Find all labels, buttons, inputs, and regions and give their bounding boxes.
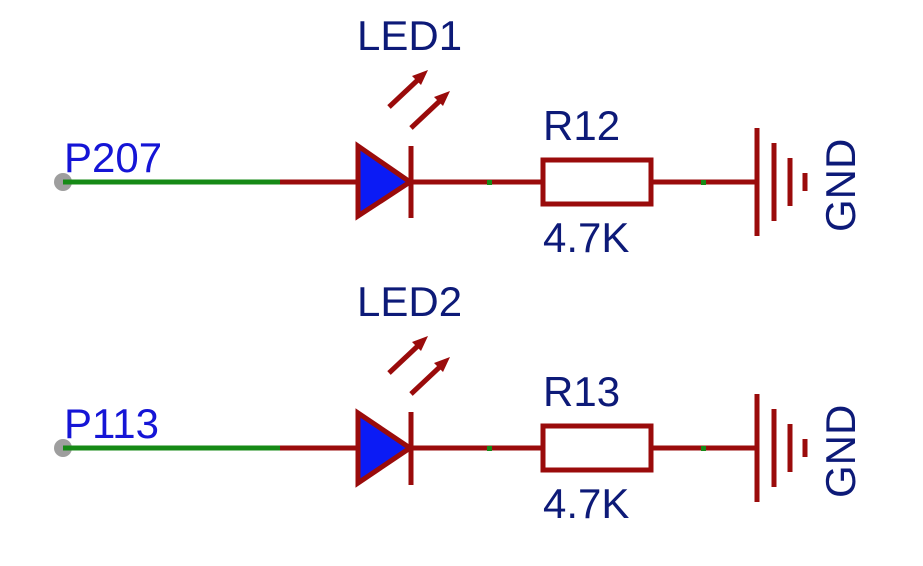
resistor-value: 4.7K xyxy=(543,480,629,527)
led-anode-triangle xyxy=(355,408,415,488)
light-emission-arrows xyxy=(387,336,450,396)
led-symbol xyxy=(355,336,450,488)
led-circuit-1: P207 LED1 R12 4.7K GND xyxy=(54,12,864,261)
ground-label: GND xyxy=(817,139,864,232)
led-symbol xyxy=(355,70,450,221)
junction-dot xyxy=(487,180,492,185)
net-label-p207: P207 xyxy=(64,134,162,181)
resistor-designator: R13 xyxy=(543,368,620,415)
light-emission-arrows xyxy=(387,70,450,130)
net-label-p113: P113 xyxy=(64,400,159,447)
junction-dot xyxy=(701,180,706,185)
resistor-value: 4.7K xyxy=(543,214,629,261)
led-designator: LED1 xyxy=(357,12,462,59)
ground-symbol xyxy=(754,394,808,502)
junction-dot xyxy=(701,446,706,451)
led-anode-triangle xyxy=(355,141,415,221)
ground-symbol xyxy=(754,128,808,236)
led-circuit-2: P113 LED2 R13 4.7K GND xyxy=(54,278,864,527)
resistor-body xyxy=(540,157,654,207)
junction-dot xyxy=(487,446,492,451)
led-designator: LED2 xyxy=(357,278,462,325)
resistor-designator: R12 xyxy=(543,102,620,149)
resistor-body xyxy=(540,423,654,473)
ground-label: GND xyxy=(817,405,864,498)
